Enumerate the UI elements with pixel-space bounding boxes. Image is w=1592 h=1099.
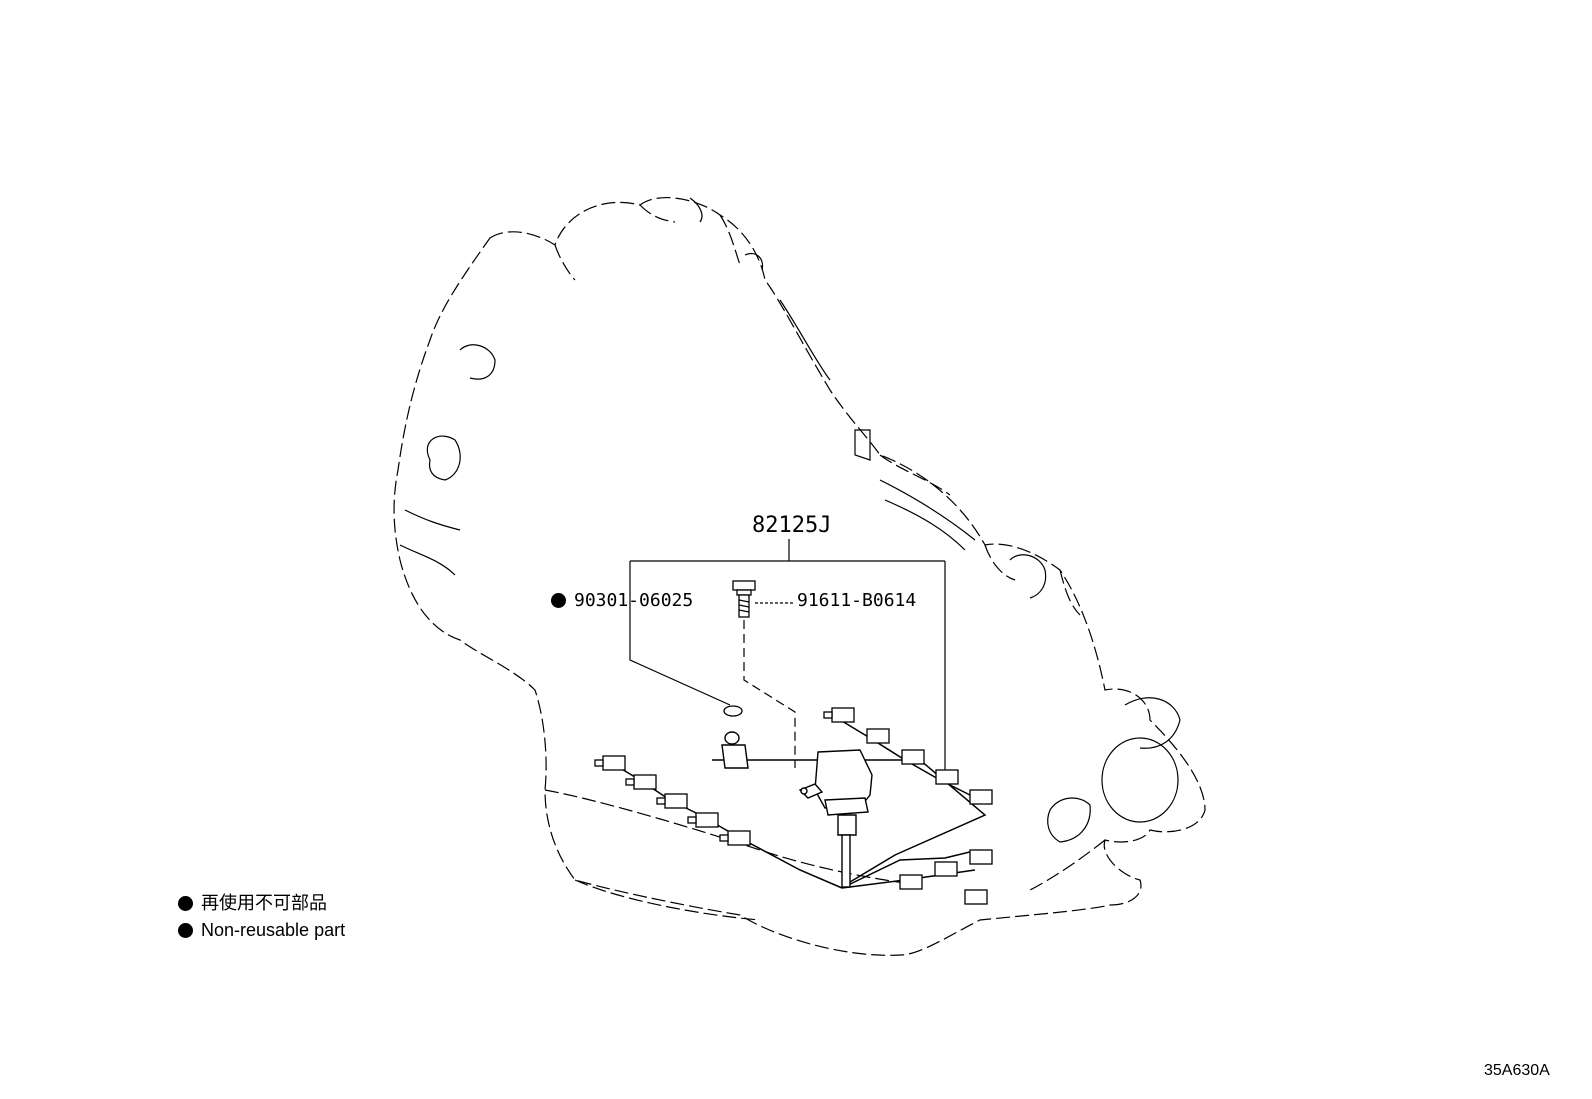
non-reusable-dot-icon bbox=[551, 593, 566, 608]
callout-leaders bbox=[629, 539, 946, 770]
bolt-part-number: 91611-B0614 bbox=[797, 590, 917, 611]
seal-ring-part-number: 90301-06025 bbox=[574, 590, 694, 611]
bolt-icon bbox=[732, 580, 756, 618]
legend-dot-icon bbox=[178, 923, 193, 938]
o-ring-seal bbox=[723, 705, 743, 717]
legend-item-en: Non-reusable part bbox=[178, 921, 345, 939]
harness-connectors bbox=[594, 707, 993, 905]
figure-code: 35A630A bbox=[1484, 1062, 1550, 1079]
seal-ring-callout: 90301-06025 bbox=[551, 592, 693, 610]
transmission-housing bbox=[393, 197, 1206, 956]
assembly-part-number: 82125J bbox=[752, 513, 832, 538]
sensor-body bbox=[721, 731, 873, 888]
legend-text-ja: 再使用不可部品 bbox=[201, 893, 327, 913]
housing-details bbox=[399, 197, 1181, 843]
legend-item-ja: 再使用不可部品 bbox=[178, 894, 327, 912]
legend-dot-icon bbox=[178, 896, 193, 911]
legend-text-en: Non-reusable part bbox=[201, 920, 346, 940]
